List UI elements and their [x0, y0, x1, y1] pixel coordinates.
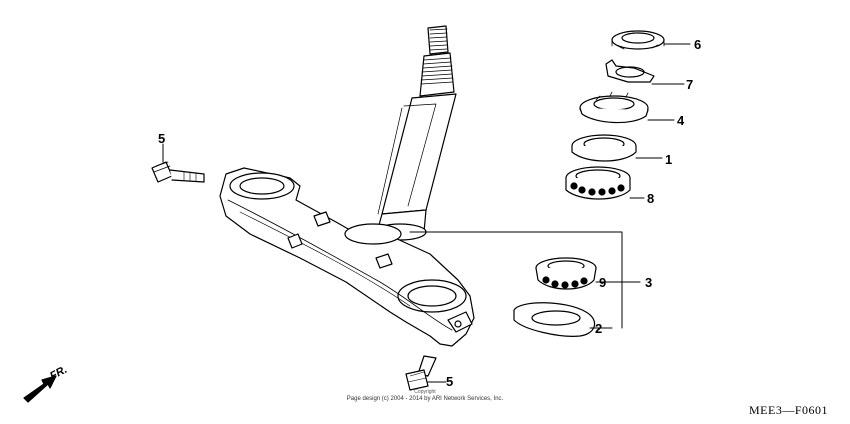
direction-arrow-icon [23, 375, 57, 403]
bolt-upper-left [151, 143, 205, 183]
part-8-upper-bearing [565, 166, 645, 200]
part-7-lock-washer [605, 59, 685, 85]
part-9-lower-bearing [535, 257, 613, 290]
callout-8: 8 [647, 191, 655, 206]
callout-4: 4 [677, 113, 685, 128]
part-1-dust-seal [571, 134, 663, 162]
callout-7: 7 [686, 77, 694, 92]
part-4-nut [579, 91, 675, 124]
callout-6: 6 [694, 37, 702, 52]
callout-2: 2 [595, 321, 603, 336]
group-3-bracket [409, 231, 641, 329]
callout-1: 1 [665, 152, 673, 167]
diagram-code: MEE3—F0601 [748, 403, 828, 417]
part-6-nut [611, 30, 691, 50]
callout-5-lower: 5 [446, 374, 454, 389]
bolt-lower [405, 355, 447, 391]
callout-9: 9 [599, 275, 607, 290]
lower-triple-clamp [219, 167, 475, 347]
part-2-lower-dust-seal [513, 302, 613, 337]
copyright-notice: Page design (c) 2004 - 2014 by ARI Netwo… [346, 396, 504, 402]
steering-stem-shaft [373, 25, 457, 241]
callout-3: 3 [645, 275, 653, 290]
copyright-heading: Copyright [414, 389, 436, 395]
callout-5-upper: 5 [158, 131, 166, 146]
